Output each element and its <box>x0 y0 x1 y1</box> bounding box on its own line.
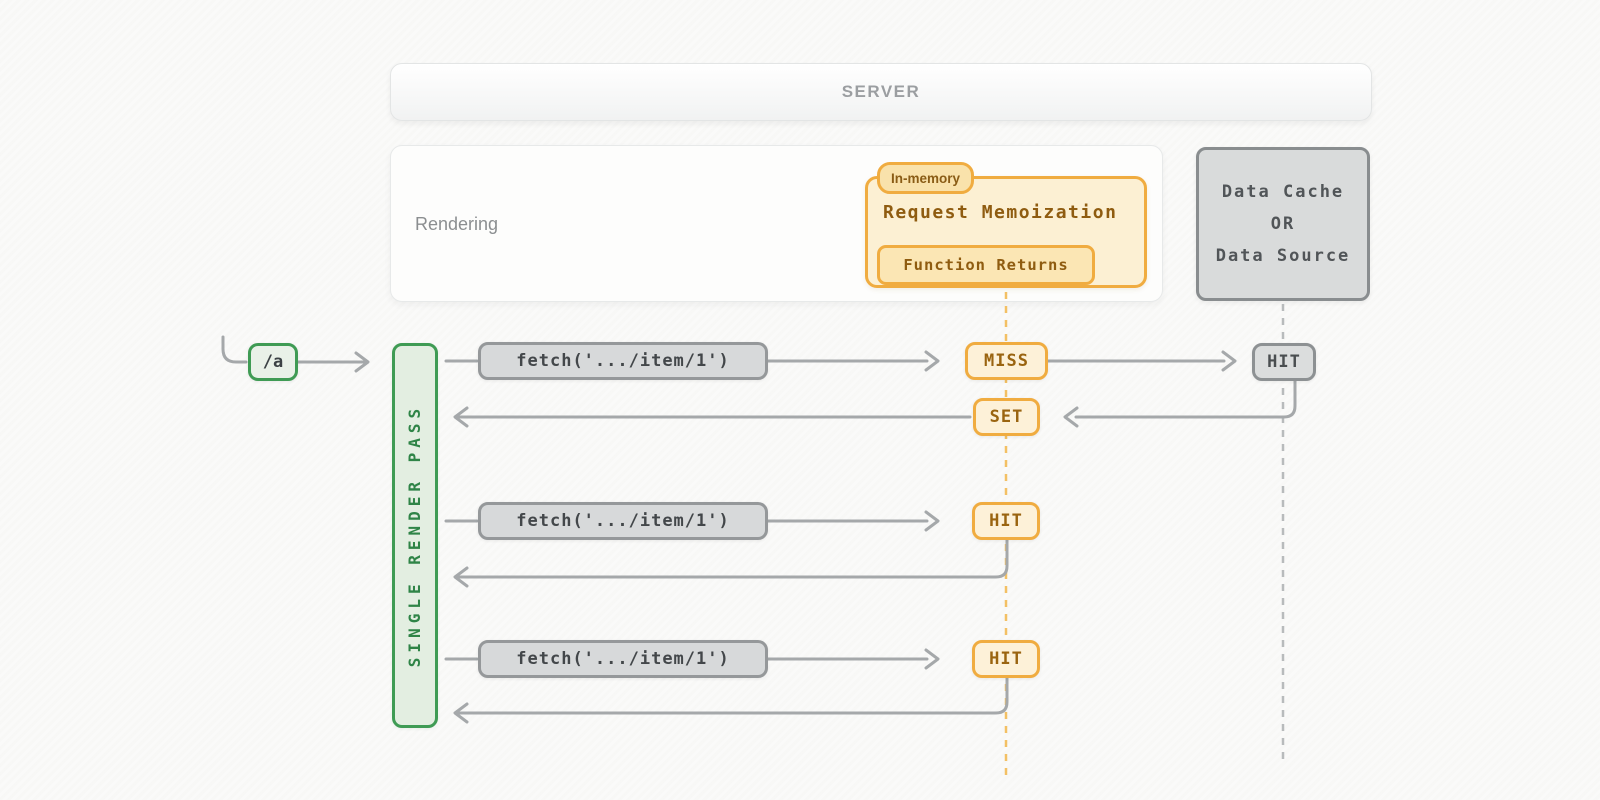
single-render-pass-bar: SINGLE RENDER PASS <box>392 343 438 728</box>
miss-to-cache-arrow <box>1046 350 1237 372</box>
request-arrow-1 <box>766 350 940 372</box>
request-arrow-3 <box>766 648 940 670</box>
request-arrow-2 <box>766 510 940 532</box>
data-cache-line-2: OR <box>1270 214 1296 234</box>
hit-cache-label: HIT <box>1267 352 1301 372</box>
request-memoization-box: In-memory Request Memoization Function R… <box>865 162 1147 288</box>
data-cache-box: Data Cache OR Data Source <box>1196 147 1370 301</box>
function-returns-pill: Function Returns <box>877 245 1095 285</box>
fetch-pill-1: fetch('.../item/1') <box>478 342 768 380</box>
fetch-pill-3: fetch('.../item/1') <box>478 640 768 678</box>
hit-badge-cache: HIT <box>1252 343 1316 381</box>
rendering-label: Rendering <box>415 214 499 234</box>
miss-label: MISS <box>984 351 1029 371</box>
set-label: SET <box>989 407 1024 427</box>
data-cache-line-3: Data Source <box>1215 246 1351 266</box>
route-badge: /a <box>248 343 298 381</box>
set-return-arrow <box>453 406 972 428</box>
fetch-label-2: fetch('.../item/1') <box>516 511 730 531</box>
fetch-label-1: fetch('.../item/1') <box>516 351 730 371</box>
server-box: SERVER <box>390 63 1372 121</box>
hit-memo-2-label: HIT <box>989 511 1023 531</box>
set-badge: SET <box>973 398 1040 436</box>
fetch-pill-2: fetch('.../item/1') <box>478 502 768 540</box>
in-memory-badge: In-memory <box>877 162 975 194</box>
miss-badge: MISS <box>965 342 1048 380</box>
hit-memo-3-label: HIT <box>989 649 1023 669</box>
memo-return-elbow-2 <box>453 538 1009 588</box>
request-memoization-title: Request Memoization <box>883 202 1118 223</box>
route-arrow <box>296 351 370 373</box>
server-label: SERVER <box>841 82 921 101</box>
hit-badge-memo-2: HIT <box>972 502 1040 540</box>
hit-badge-memo-3: HIT <box>972 640 1040 678</box>
fetch-label-3: fetch('.../item/1') <box>516 649 730 669</box>
single-render-pass-label: SINGLE RENDER PASS <box>405 403 425 668</box>
route-label: /a <box>262 352 284 372</box>
cache-return-elbow <box>1063 379 1297 428</box>
data-cache-line-1: Data Cache <box>1221 182 1345 202</box>
memo-return-elbow-3 <box>453 676 1009 724</box>
route-hook-line <box>221 335 248 364</box>
